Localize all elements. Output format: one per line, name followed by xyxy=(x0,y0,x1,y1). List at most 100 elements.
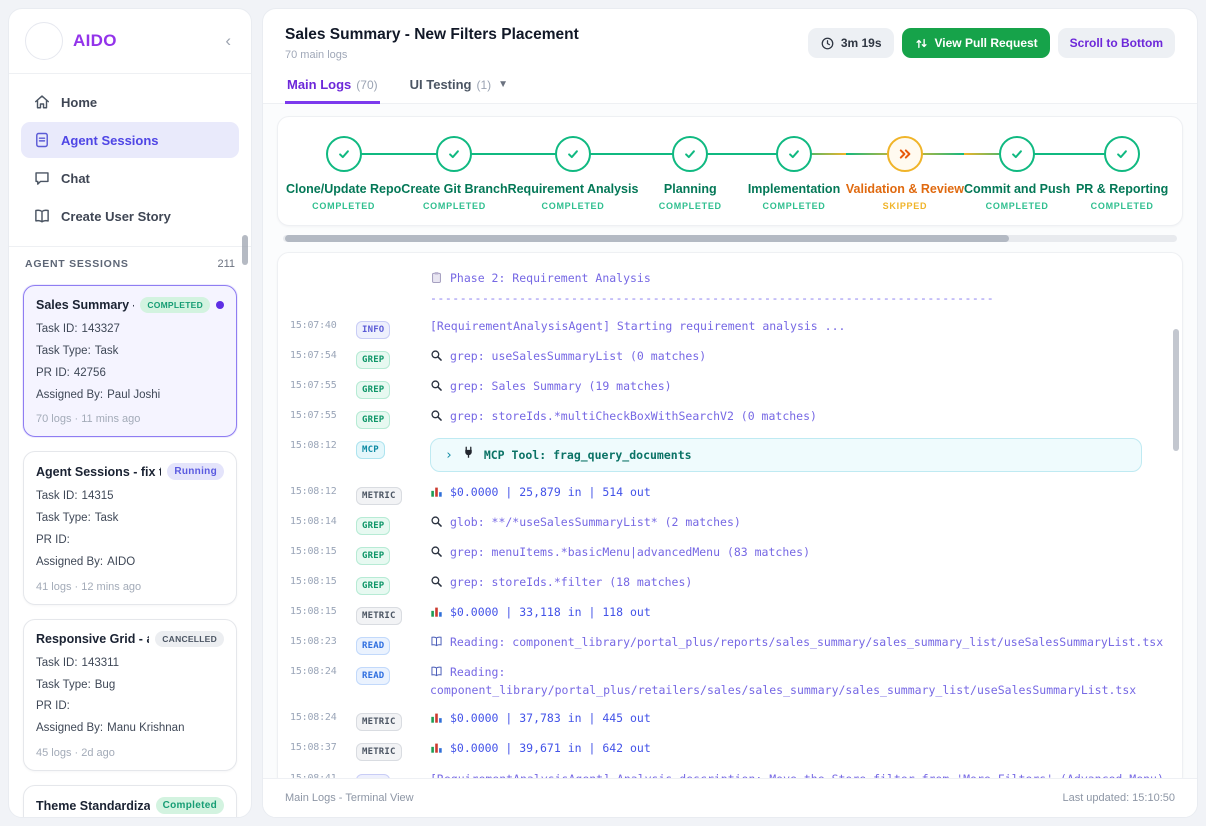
session-field-task-id: Task ID:14315 xyxy=(36,490,114,503)
phase-title: Phase 2: Requirement Analysis xyxy=(450,271,651,285)
log-badge-grep: GREP xyxy=(356,381,391,400)
log-timestamp: 15:08:15 xyxy=(290,605,337,617)
session-field-task-id: Task ID:143311 xyxy=(36,656,120,669)
session-card[interactable]: Agent Sessions - fix the d... RunningTask… xyxy=(23,451,237,605)
chart-icon xyxy=(430,711,443,728)
session-field-task-type: Task Type:Task xyxy=(36,512,119,525)
page-subtitle: 70 main logs xyxy=(285,49,348,61)
log-message: grep: storeIds.*multiCheckBoxWithSearchV… xyxy=(450,409,817,424)
sidebar-item-create-user-story[interactable]: Create User Story xyxy=(21,198,239,234)
step-name: Clone/Update Repo xyxy=(286,182,402,196)
view-pull-request-button[interactable]: View Pull Request xyxy=(901,28,1050,58)
chat-icon xyxy=(33,169,51,187)
log-scrollbar-thumb[interactable] xyxy=(1173,329,1179,451)
tab-ui-testing[interactable]: UI Testing(1)▼ xyxy=(409,77,509,92)
session-status-badge: CANCELLED xyxy=(155,630,224,647)
log-row: 15:08:41INFO[RequirementAnalysisAgent] A… xyxy=(290,770,1168,779)
sidebar-collapse-button[interactable]: ‹ xyxy=(225,31,231,50)
log-message: $0.0000 | 25,879 in | 514 out xyxy=(450,484,651,499)
session-field-assigned-by: Assigned By:AIDO xyxy=(36,555,136,568)
session-meta: 45 logs · 2d ago xyxy=(36,747,115,760)
sidebar-scrollbar-thumb[interactable] xyxy=(242,235,248,265)
session-field-pr-id: PR ID: xyxy=(36,534,70,547)
log-message: Reading: component_library/portal_plus/r… xyxy=(450,635,1164,650)
log-badge-info: INFO xyxy=(356,773,391,778)
sidebar-logo-row: AIDO ‹ xyxy=(9,9,251,73)
log-badge-grep: GREP xyxy=(356,411,391,430)
header-actions: 3m 19s View Pull Request Scroll to Botto… xyxy=(807,26,1175,58)
sidebar-item-chat[interactable]: Chat xyxy=(21,160,239,196)
log-message: Reading: component_library/portal_plus/r… xyxy=(430,665,1137,698)
mcp-tool-expander[interactable]: › MCP Tool: frag_query_documents xyxy=(430,438,1142,472)
log-timestamp: 15:08:12 xyxy=(290,440,337,452)
session-field-pr-id: PR ID: xyxy=(36,700,70,713)
step-name: Requirement Analysis xyxy=(507,182,639,196)
chart-icon xyxy=(430,485,443,502)
step-status: COMPLETED xyxy=(541,201,605,211)
divider xyxy=(9,73,251,74)
tab-main-logs[interactable]: Main Logs(70) xyxy=(285,69,380,104)
scroll-to-bottom-button[interactable]: Scroll to Bottom xyxy=(1057,28,1175,58)
log-badge-mcp: MCP xyxy=(356,441,385,460)
chevron-right-icon: › xyxy=(445,447,453,463)
horizontal-scrollbar-thumb[interactable] xyxy=(285,235,1010,242)
log-rows: Phase 2: Requirement Analysis-----------… xyxy=(290,269,1168,778)
magnifier-icon xyxy=(430,379,443,396)
log-message: [RequirementAnalysisAgent] Analysis desc… xyxy=(430,772,1164,779)
chart-icon xyxy=(430,741,443,758)
log-timestamp: 15:08:12 xyxy=(290,485,337,497)
horizontal-scrollbar[interactable] xyxy=(283,235,1177,242)
step-name: Commit and Push xyxy=(963,182,1071,196)
session-title: Sales Summary - N... xyxy=(36,298,134,312)
log-timestamp: 15:07:40 xyxy=(290,320,337,332)
log-timestamp: 15:08:14 xyxy=(290,515,337,527)
log-row: 15:08:15 GREP grep: storeIds.*filter (18 m… xyxy=(290,573,1168,595)
chevron-down-icon: ▼ xyxy=(498,79,509,90)
log-message: glob: **/*useSalesSummaryList* (2 matche… xyxy=(450,514,741,529)
log-timestamp: 15:08:24 xyxy=(290,712,337,724)
session-title: Agent Sessions - fix the d... xyxy=(36,464,161,479)
step-status: COMPLETED xyxy=(1090,201,1154,211)
log-row: 15:08:12 MCP › MCP Tool: frag_query_documen… xyxy=(290,437,1168,472)
pull-request-icon xyxy=(914,36,929,51)
session-status-badge: Running xyxy=(167,463,224,481)
check-icon xyxy=(436,136,473,172)
page-title: Sales Summary - New Filters Placement xyxy=(285,26,579,43)
log-badge-read: READ xyxy=(356,637,391,656)
skip-forward-icon xyxy=(886,136,923,172)
log-badge-read: READ xyxy=(356,667,391,686)
session-card[interactable]: Theme Standardization...CompletedTask ID… xyxy=(23,785,237,817)
log-terminal: Phase 2: Requirement Analysis-----------… xyxy=(277,252,1183,778)
log-badge-grep: GREP xyxy=(356,576,391,595)
sidebar-item-agent-sessions[interactable]: Agent Sessions xyxy=(21,122,239,158)
magnifier-icon xyxy=(430,575,443,592)
check-icon xyxy=(672,136,709,172)
mcp-tool-label: MCP Tool: frag_query_documents xyxy=(483,447,692,462)
log-message: grep: storeIds.*filter (18 matches) xyxy=(450,574,693,589)
app-title: AIDO xyxy=(73,31,117,50)
log-badge-metric: METRIC xyxy=(356,713,402,732)
sidebar-item-home[interactable]: Home xyxy=(21,84,239,120)
footer-last-updated: Last updated: 15:10:50 xyxy=(1062,792,1175,804)
duration-pill: 3m 19s xyxy=(807,28,894,58)
step-status: COMPLETED xyxy=(985,201,1049,211)
log-timestamp: 15:08:15 xyxy=(290,575,337,587)
log-timestamp: 15:07:55 xyxy=(290,410,337,422)
log-message: grep: menuItems.*basicMenu|advancedMenu … xyxy=(450,544,811,559)
book-icon xyxy=(33,207,51,225)
nav-label: Agent Sessions xyxy=(61,132,159,148)
check-icon xyxy=(776,136,813,172)
